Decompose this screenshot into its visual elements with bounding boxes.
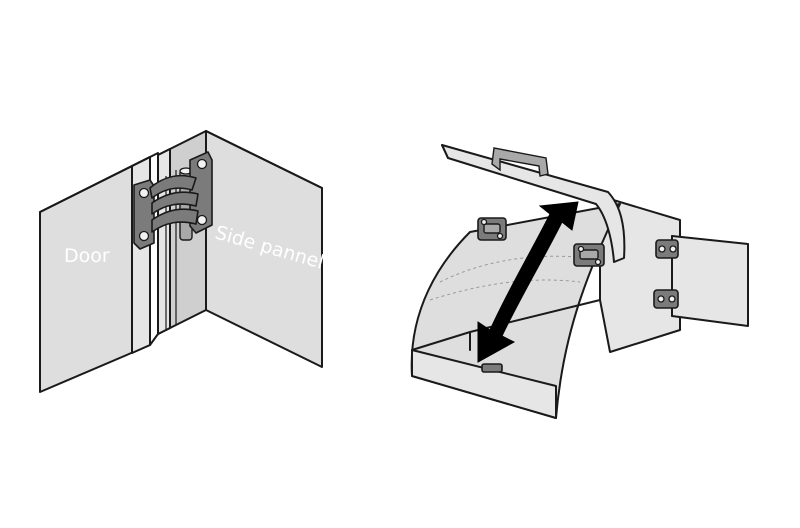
hinge-arm-upper-icon <box>149 174 197 199</box>
hinge-arm-middle-icon <box>151 191 199 215</box>
lid-hinge-right-icon <box>573 243 605 267</box>
lid-handle-icon <box>491 147 549 177</box>
cabinet-lid <box>441 144 626 263</box>
hinge-arm-lower-icon <box>151 208 199 233</box>
side-door-hinge-lower-icon <box>653 289 679 309</box>
latch-icon <box>481 363 503 373</box>
side-door-hinge-upper-icon <box>655 239 679 259</box>
cabinet-diagram <box>410 144 749 419</box>
cabinet-tray <box>411 349 557 419</box>
double-arrow-icon <box>477 201 579 363</box>
door-hinge-diagram: Door Side pannel <box>39 130 326 393</box>
side-door <box>671 235 749 327</box>
door-label: Door <box>64 245 110 267</box>
lid-hinge-left-icon <box>477 217 507 241</box>
hinge-plate-left-icon <box>133 179 155 250</box>
